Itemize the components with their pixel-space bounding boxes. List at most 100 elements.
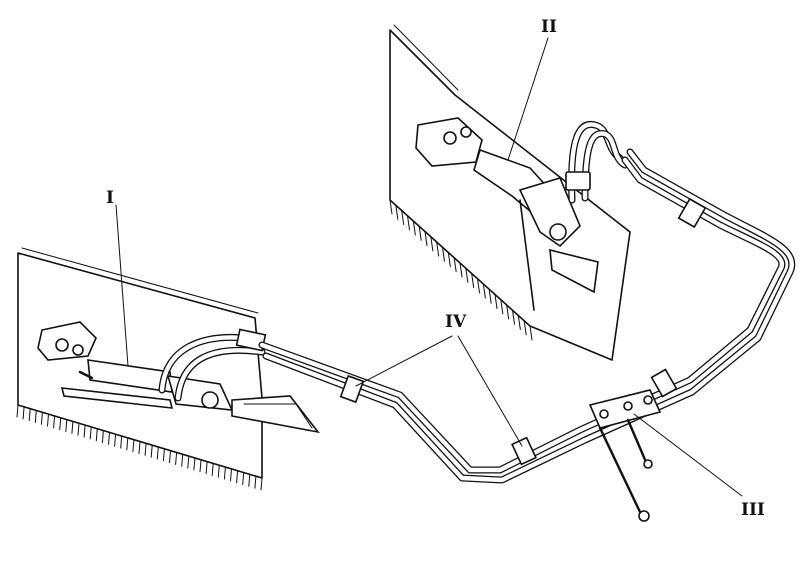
right-blade-assembly — [389, 24, 631, 361]
blade-tooth — [500, 299, 504, 315]
blade-tooth — [59, 417, 62, 431]
valve-lever-2-knob — [643, 459, 653, 469]
blade-tooth — [101, 430, 104, 444]
blade-tooth — [236, 470, 239, 484]
cylinder-I-rod — [78, 370, 94, 380]
pipe-clamp-left — [339, 374, 365, 404]
blade-tooth — [40, 411, 43, 425]
leader-lines — [115, 37, 743, 497]
blade-tooth — [16, 404, 19, 418]
label-III: III — [741, 500, 765, 520]
blade-tooth — [65, 419, 68, 433]
blade-tooth — [120, 435, 123, 449]
blade-tooth — [401, 210, 405, 225]
right-mount-bolt — [443, 131, 457, 145]
blade-tooth — [436, 241, 440, 257]
leader-I — [115, 204, 129, 367]
left-blade-top-edge — [21, 247, 259, 314]
blade-tooth — [53, 415, 56, 429]
blade-tooth — [223, 466, 226, 480]
blade-tooth — [482, 283, 486, 299]
blade-tooth — [28, 408, 31, 422]
main-pipeline — [258, 148, 796, 484]
blade-tooth — [83, 424, 86, 438]
right-mount-bolt-2 — [460, 126, 472, 138]
blade-tooth — [156, 446, 159, 460]
valve-lever-2 — [626, 418, 648, 464]
blade-tooth — [211, 462, 214, 476]
blade-tooth — [95, 428, 98, 442]
right-blade-top-edge — [393, 24, 459, 91]
blade-tooth — [187, 455, 190, 469]
blade-tooth — [181, 453, 184, 467]
blade-tooth — [132, 439, 135, 453]
blade-tooth — [459, 262, 463, 278]
cylinder-I-pin — [201, 391, 219, 409]
blade-tooth — [108, 431, 110, 445]
blade-tooth — [395, 204, 399, 220]
blade-tooth — [175, 451, 178, 465]
left-blade-teeth — [16, 404, 263, 491]
left-mount-bolt — [55, 338, 69, 352]
blade-tooth — [248, 473, 251, 487]
blade-tooth — [89, 426, 92, 440]
blade-tooth — [512, 309, 515, 325]
blade-tooth — [424, 231, 428, 246]
blade-tooth — [254, 475, 257, 489]
left-blade-assembly — [16, 247, 320, 491]
right-hoses — [565, 121, 629, 204]
control-valve-assembly — [588, 389, 662, 522]
blade-tooth — [418, 225, 422, 241]
blade-tooth — [488, 288, 492, 304]
blade-tooth — [442, 246, 445, 262]
right-blade-teeth — [389, 199, 533, 341]
blade-tooth — [193, 457, 196, 471]
cylinder-I-base-bar — [60, 387, 174, 409]
blade-tooth — [453, 257, 457, 273]
blade-tooth — [77, 422, 80, 436]
blade-tooth — [494, 294, 498, 309]
left-mount-bolt-2 — [72, 344, 84, 356]
blade-tooth — [162, 448, 165, 462]
blade-tooth — [144, 442, 147, 456]
valve-lever-1-knob — [638, 510, 650, 522]
blade-tooth — [199, 459, 202, 473]
blade-tooth — [412, 220, 416, 236]
left-blade-plate — [17, 252, 263, 479]
blade-tooth — [506, 304, 510, 320]
label-I: I — [106, 188, 114, 208]
right-blade-wedge — [549, 248, 599, 294]
cylinder-II-pin — [549, 223, 567, 241]
blade-tooth — [126, 437, 129, 451]
blade-tooth — [230, 468, 232, 482]
blade-tooth — [34, 409, 37, 423]
valve-lever-1 — [598, 426, 642, 514]
leader-III — [633, 413, 743, 497]
blade-tooth — [447, 252, 451, 267]
left-blade-wedge-inner — [243, 403, 313, 429]
left-blade-wedge — [231, 395, 320, 434]
blade-tooth — [169, 450, 171, 464]
blade-tooth — [389, 199, 393, 215]
blade-tooth — [430, 236, 434, 252]
right-blade-rail — [519, 199, 535, 311]
blade-tooth — [71, 420, 74, 434]
blade-tooth — [465, 267, 469, 283]
pipe-clamp-lower-right — [650, 368, 678, 398]
blade-tooth — [205, 461, 208, 475]
leader-II — [507, 37, 549, 161]
blade-tooth — [517, 315, 521, 330]
left-hoses — [158, 328, 267, 402]
label-IV: IV — [445, 312, 467, 332]
leader-IV-b — [457, 335, 523, 447]
leader-IV-a — [355, 335, 453, 387]
blade-tooth — [217, 464, 220, 478]
blade-tooth — [471, 273, 475, 288]
blade-tooth — [47, 413, 49, 427]
label-II: II — [541, 17, 557, 37]
blade-tooth — [477, 278, 480, 294]
blade-tooth — [114, 433, 117, 447]
blade-tooth — [523, 320, 527, 336]
pipe-clamp-right — [677, 197, 707, 229]
